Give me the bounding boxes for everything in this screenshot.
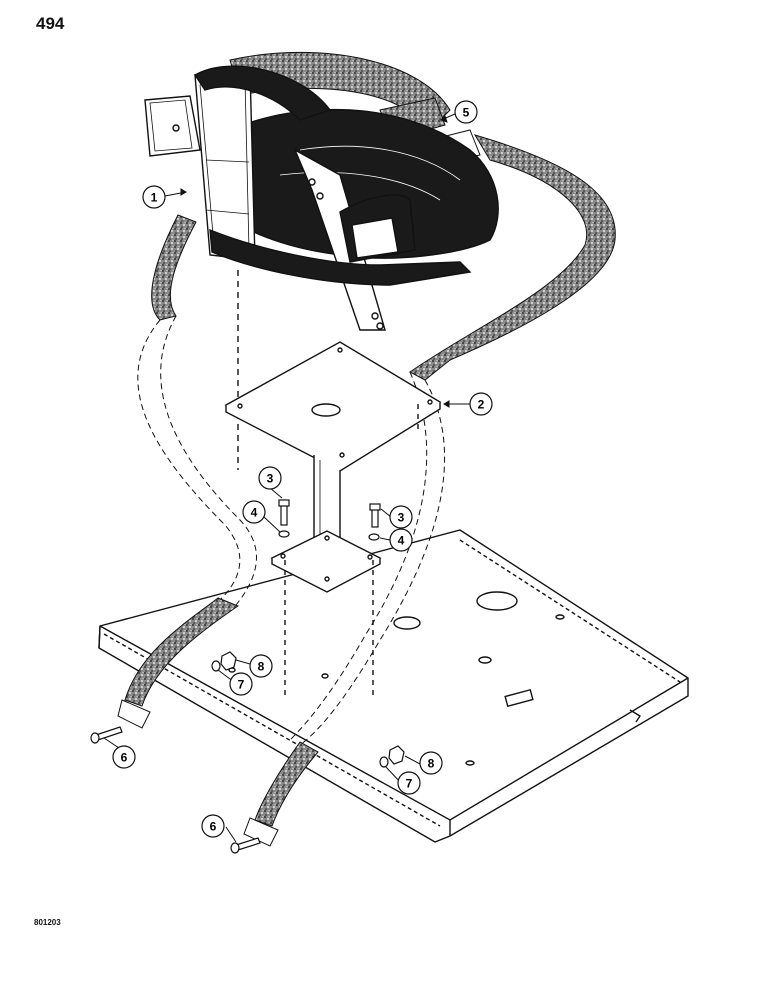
svg-text:7: 7 (406, 777, 413, 791)
callout-7-left: 7 (229, 672, 253, 696)
page-number: 494 (36, 14, 65, 33)
washer-7-left (211, 660, 221, 672)
bolt-6-right (230, 837, 261, 854)
bolt-3-left (278, 499, 290, 526)
belt-anchor-left (117, 699, 151, 729)
floor-plate (98, 529, 689, 843)
svg-text:5: 5 (463, 106, 470, 120)
svg-text:3: 3 (398, 511, 405, 525)
seat-pedestal (224, 341, 442, 700)
callout-7-right: 7 (397, 771, 421, 795)
nut-8-left (220, 651, 237, 671)
callout-2: 2 (469, 392, 493, 416)
belt-anchor-right (243, 817, 279, 847)
callout-8-right: 8 (419, 751, 443, 775)
bolt-6-left (90, 726, 123, 744)
callout-4-right: 4 (389, 528, 413, 552)
svg-text:1: 1 (151, 191, 158, 205)
callout-5: 5 (454, 100, 478, 124)
hardware (90, 499, 405, 854)
floor-hole (393, 616, 421, 630)
callout-8-left: 8 (249, 654, 273, 678)
callout-1: 1 (142, 185, 166, 209)
washer-7-right (379, 756, 389, 768)
svg-text:8: 8 (258, 660, 265, 674)
callout-3-right: 3 (389, 505, 413, 529)
floor-hole-large (476, 591, 518, 611)
svg-text:4: 4 (251, 506, 258, 520)
callout-3-left: 3 (258, 466, 282, 490)
callout-6-right: 6 (201, 814, 225, 838)
svg-text:3: 3 (267, 472, 274, 486)
svg-text:2: 2 (478, 398, 485, 412)
svg-text:7: 7 (238, 678, 245, 692)
washer-4-left (278, 530, 290, 538)
svg-text:4: 4 (398, 534, 405, 548)
callout-6-left: 6 (112, 745, 136, 769)
nut-8-right (388, 745, 405, 765)
callout-4-left: 4 (242, 500, 266, 524)
seat-assembly (144, 65, 499, 470)
bolt-3-right (369, 503, 381, 528)
figure-code: 801203 (34, 918, 61, 927)
svg-text:8: 8 (428, 757, 435, 771)
washer-4-right (368, 533, 380, 541)
svg-text:6: 6 (121, 751, 128, 765)
floor-slot (504, 688, 534, 708)
svg-text:6: 6 (210, 820, 217, 834)
